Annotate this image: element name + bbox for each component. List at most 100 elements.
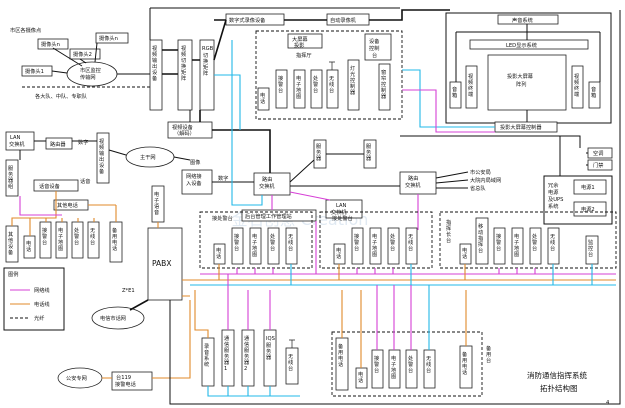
units-label: 各大队、中队、专职队 xyxy=(35,92,88,100)
elec-voice-label: 电子语音 xyxy=(154,190,159,216)
hall-reception-box xyxy=(275,69,288,109)
camera-n-right-label: 摄像头n xyxy=(99,34,118,42)
d1-phone-label: 电话 xyxy=(216,246,221,260)
video-term-right-box xyxy=(571,65,584,109)
d1-reception xyxy=(231,227,244,265)
ac-label: 空调 xyxy=(593,149,603,157)
hall-phone-box xyxy=(257,87,270,111)
other-phone-label: 其他电话 xyxy=(57,201,78,209)
power1-label: 电源1 xyxy=(581,183,595,191)
digital-label: 数字 xyxy=(78,138,88,146)
large-proj-box xyxy=(287,33,323,49)
lan-sw2-label-2: 交换机 xyxy=(331,208,347,216)
speaker-right-label: 音箱 xyxy=(591,85,596,99)
legend-title: 图例 xyxy=(8,270,18,278)
projector-box xyxy=(487,54,567,111)
equip-ctrl-label-2: 控制 xyxy=(369,44,379,52)
desk2-title: 接处警台 xyxy=(332,214,353,222)
router-cyan-link xyxy=(231,40,263,206)
mgmt-ws-label: 后台管理工作管理站 xyxy=(245,212,292,220)
hall-radio-antenna xyxy=(329,61,335,70)
decoder-label-1: 视频设备 xyxy=(172,123,194,131)
pabx-telecom-link xyxy=(129,299,149,311)
title-line2: 拓扑结构图 xyxy=(540,383,578,393)
ups-label-3: 及UPS xyxy=(548,196,563,203)
ups-label-2: 电源 xyxy=(548,188,559,196)
hall-dispatch-label: 处警台 xyxy=(313,74,318,94)
router-sw-label-2: 交换机 xyxy=(259,182,275,190)
digital-video-label: 数字式录像设备 xyxy=(229,16,266,24)
auto-recorder-label: 自动录像机 xyxy=(330,16,357,24)
reserve-group: 备用台 备用电话 电话 接警台 电子地图 处警台 无线台 备用电话 xyxy=(331,285,492,397)
d2-map xyxy=(369,227,382,265)
external-links xyxy=(435,171,469,189)
page-number: 4 xyxy=(606,400,610,406)
hall-reception-label: 接警台 xyxy=(278,74,283,94)
voice-label: 话音 xyxy=(80,177,90,185)
equip-ctrl-label-1: 设备 xyxy=(369,37,380,45)
d2-reception-label: 接警台 xyxy=(354,232,359,252)
hall-phone-label: 电话 xyxy=(260,91,265,105)
router-label: 路由器 xyxy=(50,140,66,148)
screen-ctrl-label: 窗帘控制器 xyxy=(381,68,387,100)
lt-dispatch-label: 处警台 xyxy=(74,226,79,246)
reserve-net-links xyxy=(376,285,412,350)
camera-2-label: 摄像头2 xyxy=(73,50,92,58)
bs-radio-label: 无线台 xyxy=(288,353,293,372)
camera-n-label: 摄像头n xyxy=(41,40,60,48)
door-label: 门禁 xyxy=(593,161,603,169)
site-label: 市区各摄像点 xyxy=(10,26,41,34)
pabx-phone-links xyxy=(102,222,191,379)
router-box xyxy=(45,137,73,150)
server-phone-link xyxy=(194,290,209,338)
d2-dispatch-label: 处警台 xyxy=(390,232,395,252)
monitor-net-label-1: 市区监控 xyxy=(80,66,101,74)
rs-map-label: 电子地图 xyxy=(391,354,396,380)
rs-reception-label: 接警台 xyxy=(374,354,379,374)
city-police-label: 市公安局 xyxy=(470,168,491,176)
camera-n-box xyxy=(37,38,69,50)
hall-dispatch-box xyxy=(310,69,323,109)
outer-frame-link xyxy=(169,10,621,405)
hall-map-label: 电子地图 xyxy=(296,74,301,100)
legend-net-label: 网络线 xyxy=(34,286,50,294)
c-radio-label: 无线台 xyxy=(550,233,555,252)
display-section: 声音系统 LED显示系统 投影大屏幕 阵列 音箱 音箱 视频终端 视频终端 投影… xyxy=(400,12,613,225)
legend-fiber-label: 光纤 xyxy=(34,314,44,322)
c-map-label: 电子地图 xyxy=(514,232,519,258)
telecom-label: 电信市话网 xyxy=(100,314,126,322)
rs-radio-label: 无线台 xyxy=(426,355,431,374)
d1-reception-label: 接警台 xyxy=(234,232,239,252)
desk2-frame xyxy=(319,211,433,269)
legend-phone-label: 电话线 xyxy=(34,300,50,308)
rs-phone-label: 电话 xyxy=(358,370,363,384)
video-matrix-label: 视频切换矩阵 xyxy=(181,44,187,82)
router-sw2-label-1: 路由 xyxy=(408,174,418,182)
monitor-net-label-2: 传输网 xyxy=(80,73,96,81)
router-sw-label-1: 路由 xyxy=(262,175,272,183)
camera-section: 市区各摄像点 摄像头n 摄像头n 摄像头2 摄像头1 市区监控 传输网 各大队、… xyxy=(10,26,150,100)
video-output-label: 视频输出设备 xyxy=(152,44,158,82)
server-net-links xyxy=(227,274,271,330)
equip-ctrl-label-3: 台 xyxy=(372,51,377,59)
ups-label-1: 冗余 xyxy=(548,181,559,189)
light-ctrl-box xyxy=(347,59,360,111)
video-term-left-box xyxy=(465,65,478,109)
camera-n-right-box xyxy=(95,32,129,44)
legend: 图例 网络线 电话线 光纤 xyxy=(3,267,65,331)
alarm119-label-1: 台119 xyxy=(116,373,131,381)
big-screen-ctrl-label: 投影大屏幕控制器 xyxy=(500,123,542,131)
d2-dispatch xyxy=(387,227,400,265)
server-cyan-links xyxy=(207,386,300,397)
decoder-to-router-link xyxy=(199,110,271,173)
d2-phone-label: 电话 xyxy=(336,246,341,260)
decoder-label-2: （解码） xyxy=(174,129,195,137)
c-reception xyxy=(493,227,506,265)
telecom-cloud xyxy=(91,306,145,330)
province-label: 省总队 xyxy=(470,184,486,192)
desk-cyan-drops xyxy=(290,264,593,285)
ups-label-4: 系统 xyxy=(548,202,558,210)
